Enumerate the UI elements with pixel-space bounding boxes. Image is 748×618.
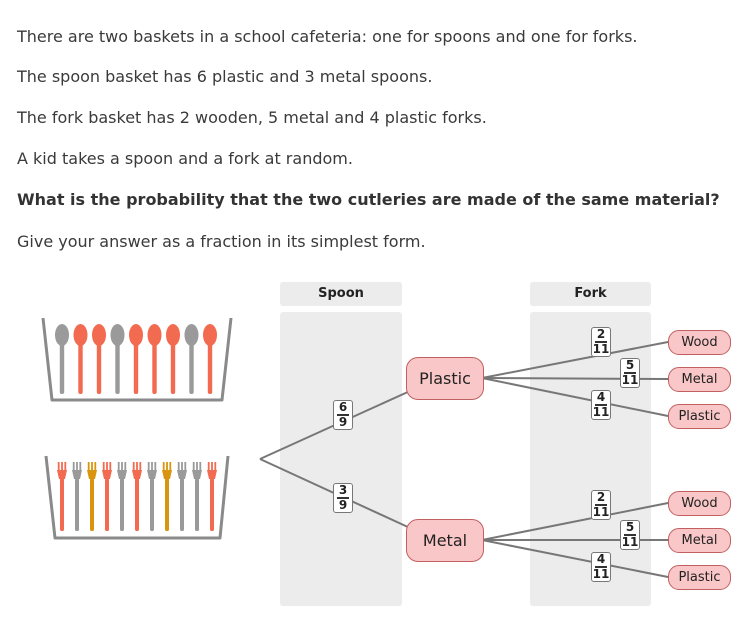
spoon-icon [55,324,69,394]
fork-column-header: Fork [530,282,651,306]
node-metal-fork-metal: Metal [668,528,731,553]
prob-denominator: 11 [592,404,610,419]
prob-numerator: 5 [625,358,635,372]
spoon-icon [166,324,180,394]
node-metal-fork-wood: Wood [668,491,731,516]
prob-metal-fork-wood: 2 11 [591,490,611,520]
spoon-icon [129,324,143,394]
question-line-4: A kid takes a spoon and a fork at random… [17,149,353,168]
fork-icon [207,462,217,531]
prob-denominator: 11 [592,566,610,581]
fork-icon [57,462,67,531]
question-line-2: The spoon basket has 6 plastic and 3 met… [17,67,433,86]
spoon-icon [73,324,88,394]
prob-numerator: 6 [338,400,348,414]
prob-denominator: 9 [338,497,348,512]
node-spoon-plastic: Plastic [406,357,484,400]
node-plastic-fork-wood: Wood [668,330,731,355]
question-prompt: What is the probability that the two cut… [17,190,720,209]
prob-numerator: 3 [338,483,348,497]
prob-spoon-metal: 3 9 [333,483,353,513]
prob-denominator: 11 [621,372,639,387]
fork-basket [44,455,230,540]
fork-icon [102,462,112,531]
fork-icon [147,462,157,531]
answer-instruction: Give your answer as a fraction in its si… [17,232,426,251]
node-spoon-metal: Metal [406,519,484,562]
spoon-icon [92,324,106,394]
question-line-3: The fork basket has 2 wooden, 5 metal an… [17,108,487,127]
prob-numerator: 2 [596,327,606,341]
fork-icon [192,462,202,531]
prob-plastic-fork-metal: 5 11 [620,358,640,388]
fork-icon [87,462,97,531]
spoon-basket [41,317,233,402]
node-plastic-fork-plastic: Plastic [668,404,731,429]
spoon-icon [203,324,217,394]
prob-numerator: 5 [625,520,635,534]
prob-spoon-plastic: 6 9 [333,400,353,430]
prob-denominator: 11 [592,504,610,519]
fork-icon [162,462,172,531]
spoon-column-header: Spoon [280,282,402,306]
prob-metal-fork-metal: 5 11 [620,520,640,550]
prob-plastic-fork-wood: 2 11 [591,327,611,357]
prob-denominator: 9 [338,414,348,429]
question-line-1: There are two baskets in a school cafete… [17,27,638,46]
fork-icon [132,462,142,531]
node-metal-fork-plastic: Plastic [668,565,731,590]
fork-icon [117,462,127,531]
node-plastic-fork-metal: Metal [668,367,731,392]
spoon-column [280,312,402,606]
prob-denominator: 11 [592,341,610,356]
spoon-icon [147,324,162,394]
spoon-icon [184,324,199,394]
spoon-icon [110,324,125,394]
prob-numerator: 2 [596,490,606,504]
prob-metal-fork-plastic: 4 11 [591,552,611,582]
prob-plastic-fork-plastic: 4 11 [591,390,611,420]
prob-denominator: 11 [621,534,639,549]
prob-numerator: 4 [596,552,606,566]
fork-icon [72,462,82,531]
prob-numerator: 4 [596,390,606,404]
fork-icon [177,462,187,531]
